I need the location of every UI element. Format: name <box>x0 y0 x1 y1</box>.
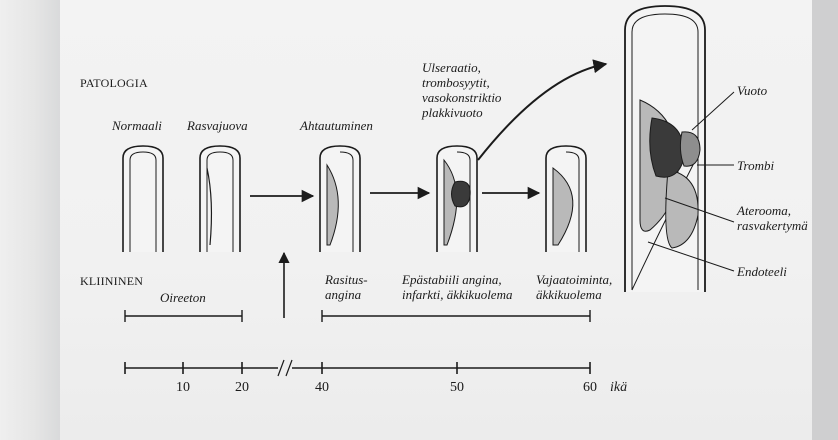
age-axis-unit: ikä <box>610 380 627 395</box>
clinical-label-asymptomatic: Oireeton <box>160 290 206 305</box>
vessel-stenosis <box>320 146 360 252</box>
detail-vessel <box>625 6 705 292</box>
clinical-label-exertional-angina: Rasitus- angina <box>325 272 368 302</box>
detail-label-thrombus: Trombi <box>737 158 774 173</box>
stage-label-fatty-streak: Rasvajuova <box>187 118 248 133</box>
stage-label-ulceration: Ulseraatio, trombosyytit, vasokonstrikti… <box>422 60 501 120</box>
detail-label-bleeding: Vuoto <box>737 83 767 98</box>
age-tick-label: 60 <box>575 380 605 395</box>
detail-label-endothelium: Endoteeli <box>737 264 787 279</box>
bracket-asymptomatic <box>125 310 242 322</box>
vessel-fatty-streak <box>200 146 240 252</box>
age-tick-label: 10 <box>168 380 198 395</box>
vessel-ulceration <box>437 146 477 252</box>
stage-label-stenosis: Ahtautuminen <box>300 118 373 133</box>
detail-label-atheroma: Aterooma, rasvakertymä <box>737 203 808 233</box>
age-axis <box>125 360 590 376</box>
clinical-label-unstable-angina: Epästabiili angina, infarkti, äkkikuolem… <box>402 272 512 302</box>
age-tick-label: 50 <box>442 380 472 395</box>
section-title-clinical: KLIININEN <box>80 274 143 289</box>
section-title-pathology: PATOLOGIA <box>80 76 148 91</box>
vessel-advanced-plaque <box>546 146 586 252</box>
age-tick-label: 40 <box>307 380 337 395</box>
bracket-symptomatic <box>322 310 590 322</box>
vessel-normal <box>123 146 163 252</box>
clinical-label-heart-failure: Vajaatoiminta, äkkikuolema <box>536 272 612 302</box>
stage-label-normal: Normaali <box>112 118 162 133</box>
age-tick-label: 20 <box>227 380 257 395</box>
